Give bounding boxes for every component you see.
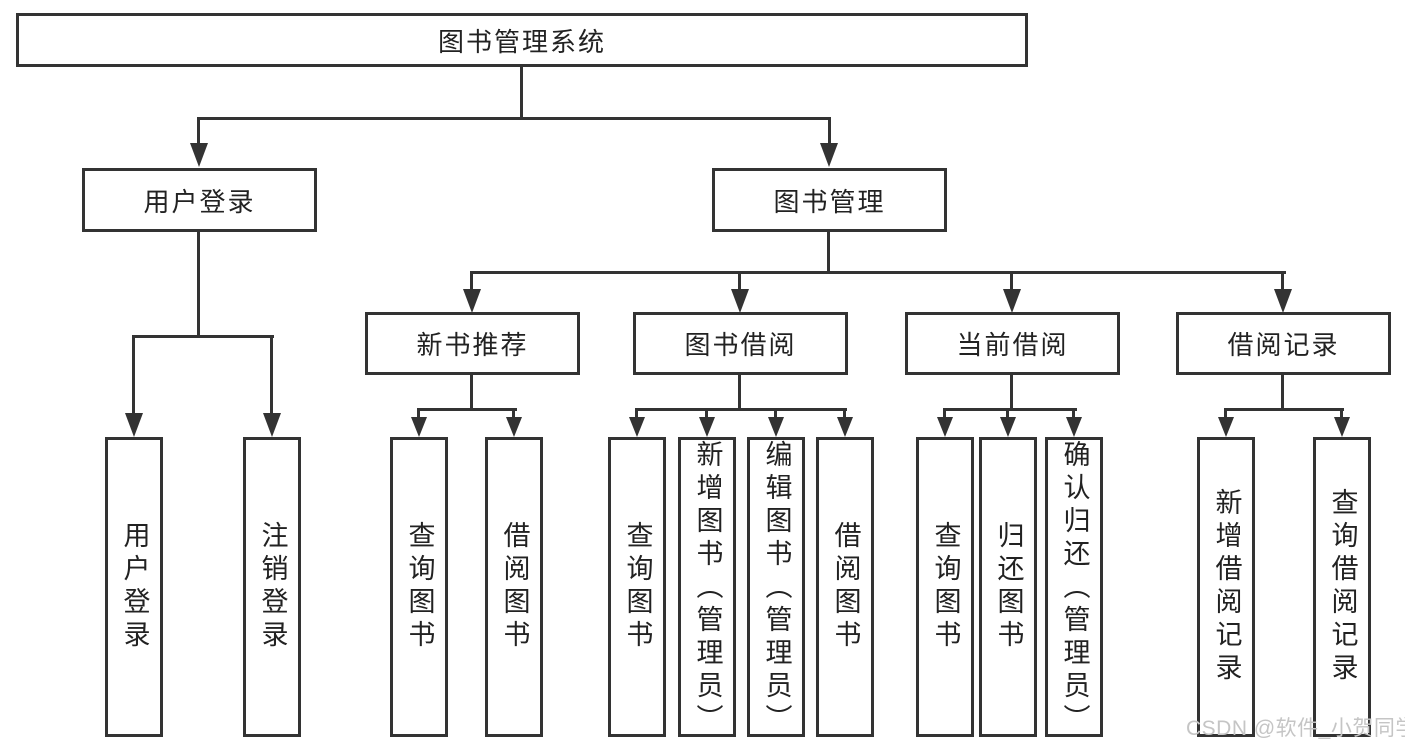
leaf-nbr-query-books-label: 查询图书 (404, 521, 435, 653)
connector-br-bar (1224, 408, 1344, 411)
connector-leaf (417, 408, 420, 420)
arrowhead-leaf (506, 417, 522, 437)
leaf-cb-query-books-label: 查询图书 (930, 521, 961, 653)
leaf-bb-edit-books-admin: 编辑图书（管理员） (747, 437, 805, 737)
connector-to-borrowing-records (1281, 271, 1284, 291)
leaf-bb-add-books-admin-label: 新增图书（管理员） (692, 440, 723, 737)
leaf-br-add-record: 新增借阅记录 (1197, 437, 1255, 737)
leaf-bb-borrow-books-label: 借阅图书 (830, 521, 861, 653)
arrowhead-leaf (768, 417, 784, 437)
node-book-borrowing: 图书借阅 (633, 312, 848, 375)
leaf-bb-edit-books-admin-label: 编辑图书（管理员） (761, 440, 792, 737)
node-book-management: 图书管理 (712, 168, 947, 232)
leaf-nbr-borrow-books-label: 借阅图书 (499, 521, 530, 653)
leaf-cb-return-books: 归还图书 (979, 437, 1037, 737)
connector-leaf (1006, 408, 1009, 420)
node-library-system: 图书管理系统 (16, 13, 1028, 67)
arrowhead-leaf (1334, 417, 1350, 437)
connector-user-login-stem (197, 232, 200, 338)
leaf-br-query-record-label: 查询借阅记录 (1327, 488, 1358, 686)
leaf-user-login: 用户登录 (105, 437, 163, 737)
arrowhead-book-borrowing (731, 289, 749, 313)
arrowhead-leaf (1000, 417, 1016, 437)
arrowhead-leaf (937, 417, 953, 437)
arrowhead-new-book-recommend (463, 289, 481, 313)
leaf-bb-query-books: 查询图书 (608, 437, 666, 737)
arrowhead-leaf-logout (263, 413, 281, 437)
arrowhead-book-management (820, 143, 838, 167)
connector-leaf (635, 408, 638, 420)
connector-book-management-stem (827, 232, 830, 274)
connector-leaf (1224, 408, 1227, 420)
connector-leaf (512, 408, 515, 420)
connector-to-leaf-logout (270, 335, 273, 415)
arrowhead-leaf-user-login (125, 413, 143, 437)
node-user-login-label: 用户登录 (143, 186, 256, 217)
connector-cb-bar (943, 408, 1077, 411)
leaf-br-add-record-label: 新增借阅记录 (1211, 488, 1242, 686)
node-current-borrowing-label: 当前借阅 (956, 330, 1069, 360)
leaf-bb-add-books-admin: 新增图书（管理员） (678, 437, 736, 737)
connector-to-book-borrowing (738, 271, 741, 291)
leaf-cb-confirm-return-admin: 确认归还（管理员） (1045, 437, 1103, 737)
arrowhead-leaf (411, 417, 427, 437)
leaf-br-query-record: 查询借阅记录 (1313, 437, 1371, 737)
arrowhead-borrowing-records (1274, 289, 1292, 313)
connector-leaf (1072, 408, 1075, 420)
arrowhead-leaf (1066, 417, 1082, 437)
connector-level2-bar (470, 271, 1286, 274)
arrowhead-current-borrowing (1003, 289, 1021, 313)
arrowhead-leaf (699, 417, 715, 437)
leaf-logout-label: 注销登录 (257, 521, 288, 653)
connector-leaf (843, 408, 846, 420)
leaf-bb-query-books-label: 查询图书 (622, 521, 653, 653)
connector-to-leaf-user-login (132, 335, 135, 415)
csdn-watermark: CSDN @软件_小贺同学 (1186, 717, 1405, 740)
connector-to-user-login (197, 117, 200, 146)
connector-to-current-borrowing (1010, 271, 1013, 291)
leaf-user-login-label: 用户登录 (119, 521, 150, 653)
connector-root-stem (520, 67, 523, 119)
leaf-cb-confirm-return-admin-label: 确认归还（管理员） (1059, 440, 1090, 737)
connector-leaf (705, 408, 708, 420)
node-borrowing-records: 借阅记录 (1176, 312, 1391, 375)
connector-bb-bar (635, 408, 847, 411)
connector-user-login-bar (132, 335, 274, 338)
connector-bb-stem (738, 375, 741, 411)
connector-leaf (943, 408, 946, 420)
node-new-book-recommend-label: 新书推荐 (416, 330, 529, 360)
connector-br-stem (1281, 375, 1284, 411)
connector-to-new-book-recommend (470, 271, 473, 291)
leaf-cb-return-books-label: 归还图书 (993, 521, 1024, 653)
node-new-book-recommend: 新书推荐 (365, 312, 580, 375)
leaf-cb-query-books: 查询图书 (916, 437, 974, 737)
leaf-nbr-borrow-books: 借阅图书 (485, 437, 543, 737)
arrowhead-leaf (629, 417, 645, 437)
leaf-nbr-query-books: 查询图书 (390, 437, 448, 737)
connector-cb-stem (1010, 375, 1013, 411)
connector-to-book-management (828, 117, 831, 146)
node-current-borrowing: 当前借阅 (905, 312, 1120, 375)
connector-leaf (1340, 408, 1343, 420)
node-book-borrowing-label: 图书借阅 (684, 330, 797, 360)
connector-nbr-stem (470, 375, 473, 411)
arrowhead-leaf (837, 417, 853, 437)
node-book-management-label: 图书管理 (773, 186, 886, 217)
arrowhead-user-login (190, 143, 208, 167)
node-borrowing-records-label: 借阅记录 (1227, 330, 1340, 360)
connector-leaf (774, 408, 777, 420)
node-library-system-label: 图书管理系统 (437, 26, 606, 57)
arrowhead-leaf (1218, 417, 1234, 437)
leaf-bb-borrow-books: 借阅图书 (816, 437, 874, 737)
connector-level1-bar (197, 117, 831, 120)
node-user-login: 用户登录 (82, 168, 317, 232)
leaf-logout: 注销登录 (243, 437, 301, 737)
connector-nbr-bar (417, 408, 517, 411)
